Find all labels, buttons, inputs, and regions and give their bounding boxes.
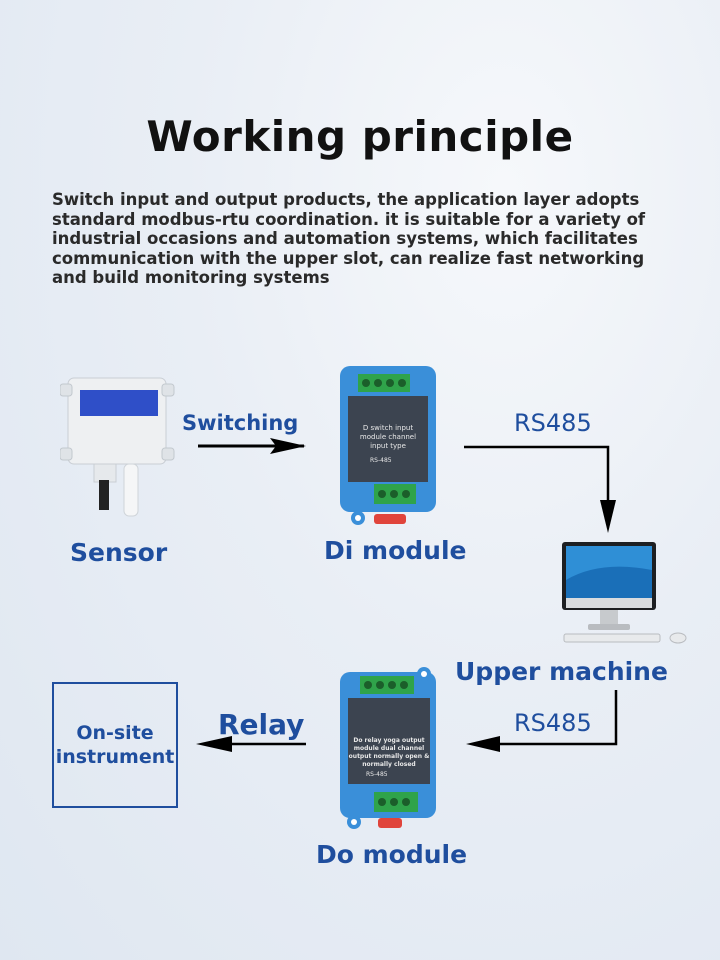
do-device-label-2: module dual channel (354, 745, 424, 752)
page-title: Working principle (146, 112, 574, 161)
di-device-label-1: D switch input (363, 424, 413, 432)
di-module-label: Di module (324, 536, 467, 565)
rs485-bottom-line (500, 690, 618, 746)
do-device-label-4: normally closed (362, 761, 415, 768)
rs485-bottom-label: RS485 (514, 709, 592, 737)
rs485-bottom-arrowhead (466, 736, 500, 752)
rs485-top-arrowhead (600, 500, 616, 533)
sensor-device-image (60, 377, 175, 517)
di-device-label-3: input type (370, 442, 406, 450)
upper-machine-label: Upper machine (455, 657, 668, 686)
di-device-label-2: module channel (360, 433, 416, 441)
do-module-device-image: Do relay yoga output module dual channel… (340, 667, 436, 829)
relay-label: Relay (218, 708, 305, 741)
di-device-badge: RS-485 (370, 457, 392, 464)
description-text: Switch input and output products, the ap… (52, 190, 646, 287)
instrument-box: On-site instrument (52, 682, 178, 808)
rs485-top-label: RS485 (514, 409, 592, 437)
instrument-label: On-site instrument (55, 722, 175, 768)
do-device-label-3: output normally open & (349, 753, 430, 760)
do-module-label: Do module (316, 840, 468, 869)
di-module-device-image: D switch input module channel input type… (340, 366, 436, 525)
relay-arrowhead (196, 736, 232, 752)
computer-image (562, 542, 687, 644)
do-device-label-1: Do relay yoga output (353, 737, 424, 744)
switching-label: Switching (182, 411, 299, 435)
sensor-label: Sensor (70, 538, 168, 567)
do-device-badge: RS-485 (366, 771, 388, 778)
rs485-top-line (464, 445, 610, 500)
